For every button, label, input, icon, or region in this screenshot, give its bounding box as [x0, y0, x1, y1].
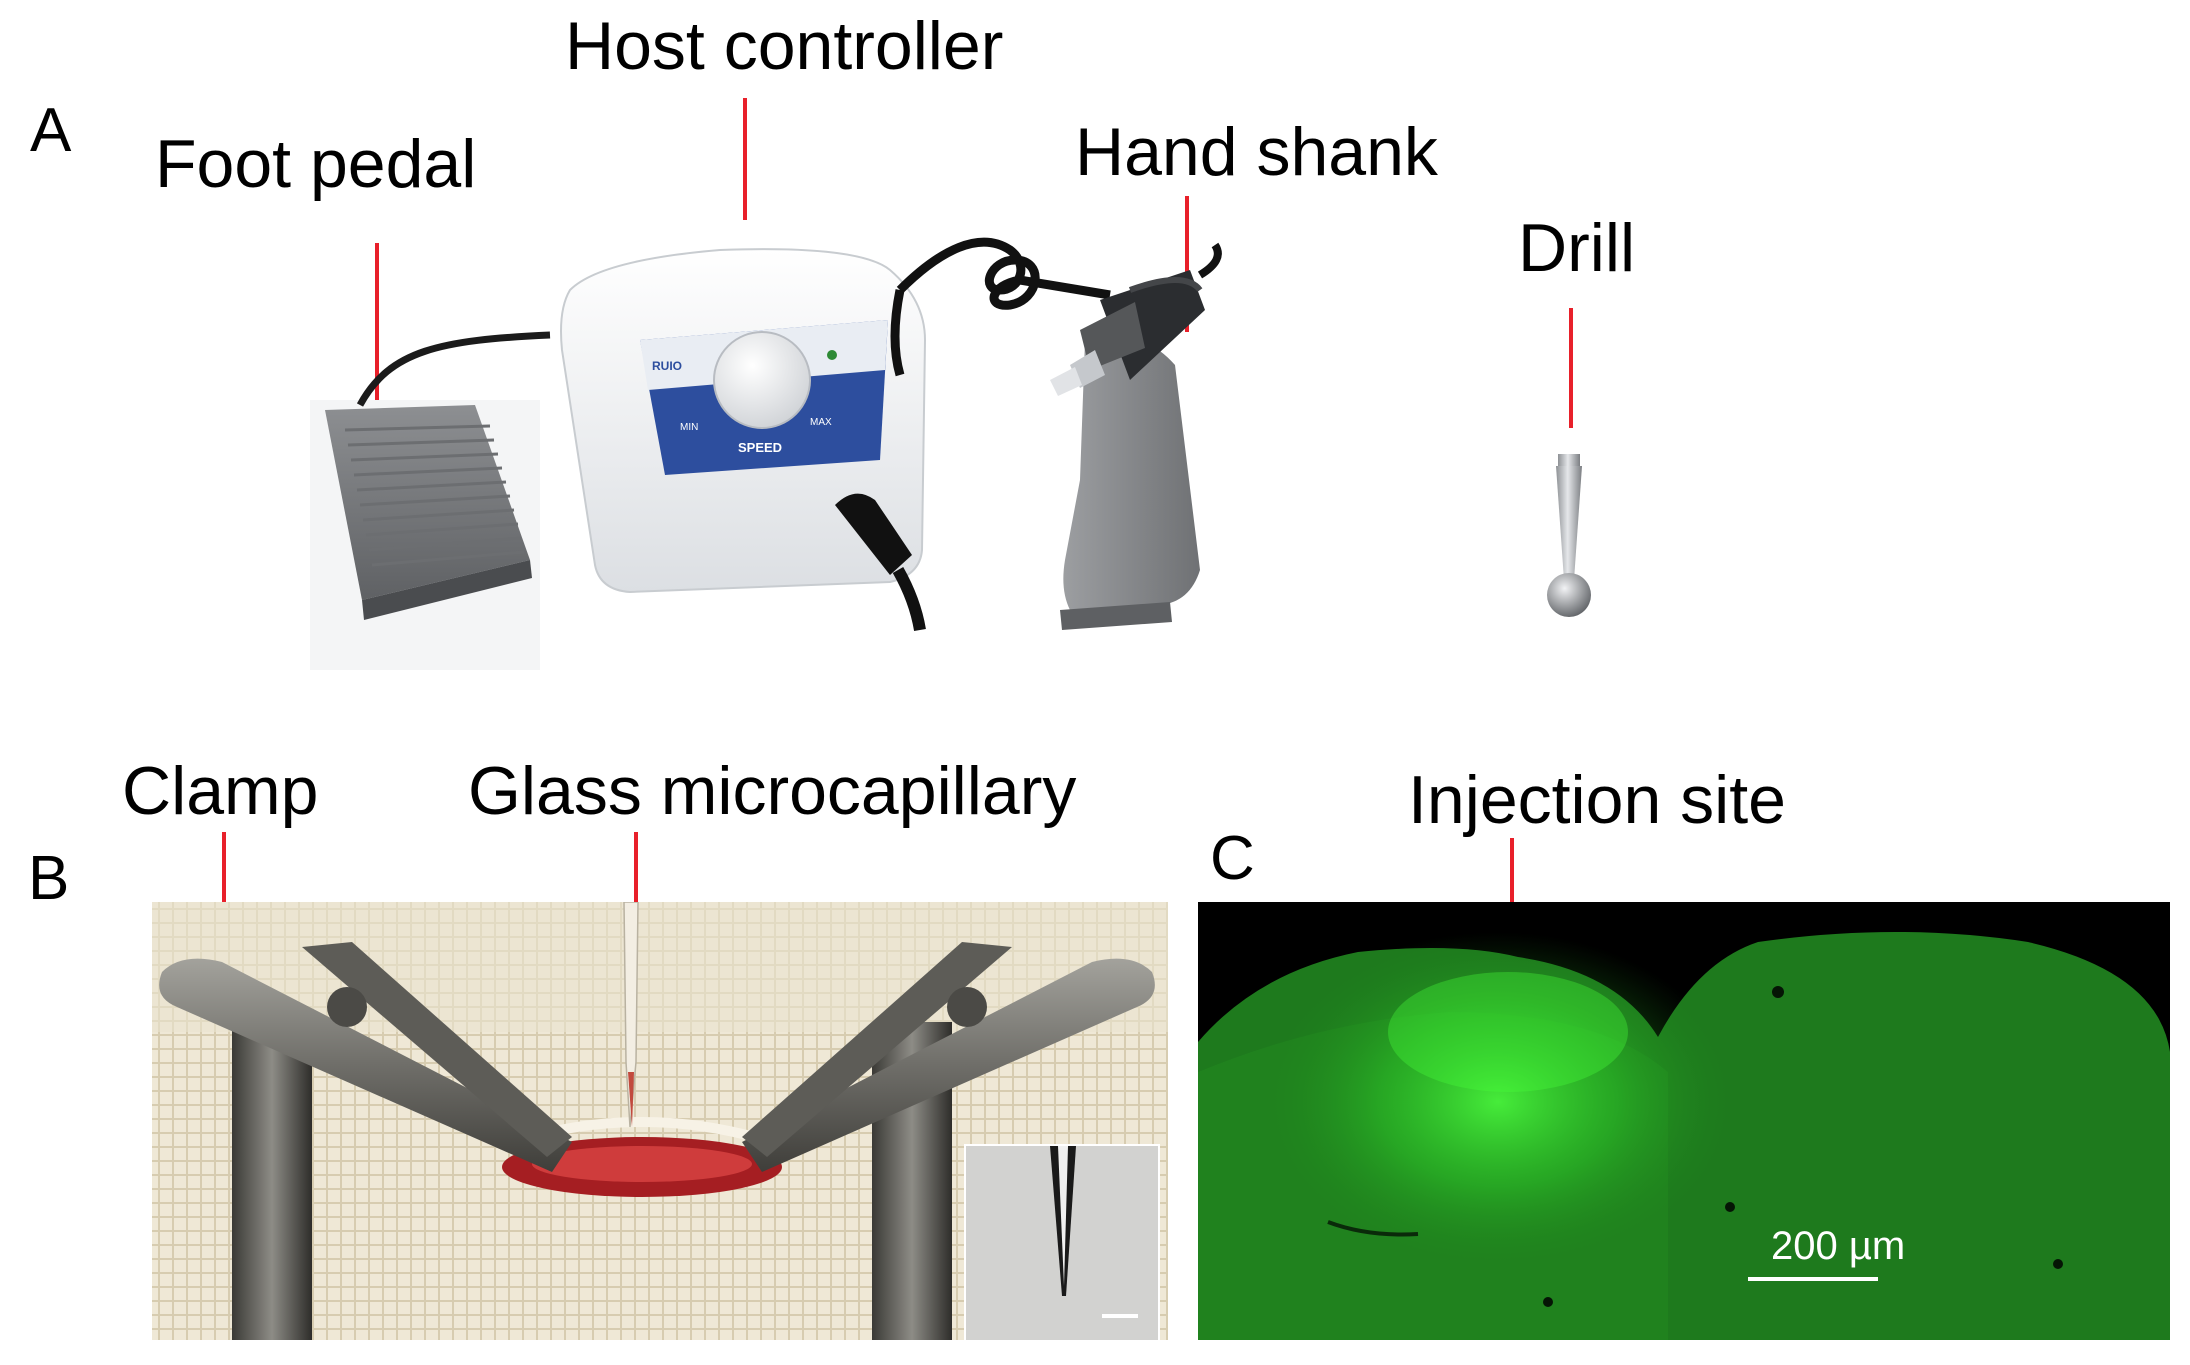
inset-scale-bar [1102, 1314, 1138, 1318]
clamp-leader [222, 832, 226, 960]
glass-microcapillary-leader [634, 832, 638, 960]
drill-bit-icon [1547, 454, 1591, 617]
host-controller-label: Host controller [565, 8, 1004, 84]
left-clamp-icon [159, 942, 572, 1340]
clamp-label: Clamp [122, 753, 319, 829]
svg-text:RUIO: RUIO [652, 359, 682, 373]
panel-c-letter: C [1210, 824, 1255, 893]
right-clamp-icon [742, 942, 1155, 1340]
foot-pedal-label: Foot pedal [155, 126, 477, 202]
panel-a-letter: A [30, 96, 72, 165]
foot-pedal-leader [375, 243, 379, 403]
hand-shank-icon [1050, 242, 1222, 630]
drill-label: Drill [1518, 210, 1636, 286]
glass-microcapillary-label: Glass microcapillary [468, 753, 1077, 829]
injection-site-label: Injection site [1408, 762, 1786, 838]
hand-shank-label: Hand shank [1075, 114, 1438, 190]
surgery-photo [152, 902, 1168, 1340]
svg-text:MIN: MIN [680, 422, 698, 433]
scale-bar [1748, 1277, 1878, 1281]
drill-leader [1569, 308, 1573, 428]
drill-device-photo: SPEED MAX MIN RUIO [310, 237, 1222, 670]
fluorescence-micrograph: 200 µm [1198, 902, 2170, 1340]
foot-pedal-icon [325, 405, 532, 620]
svg-text:MAX: MAX [810, 417, 832, 428]
host-controller-leader [743, 98, 747, 220]
hand-shank-leader [1185, 196, 1189, 332]
capillary-tip-inset [964, 1144, 1160, 1340]
panel-b-letter: B [28, 844, 70, 913]
host-controller-icon: SPEED MAX MIN RUIO [560, 248, 927, 632]
glass-microcapillary-icon [623, 902, 639, 1128]
scale-bar-label: 200 µm [1771, 1224, 1906, 1268]
svg-text:SPEED: SPEED [738, 440, 782, 455]
